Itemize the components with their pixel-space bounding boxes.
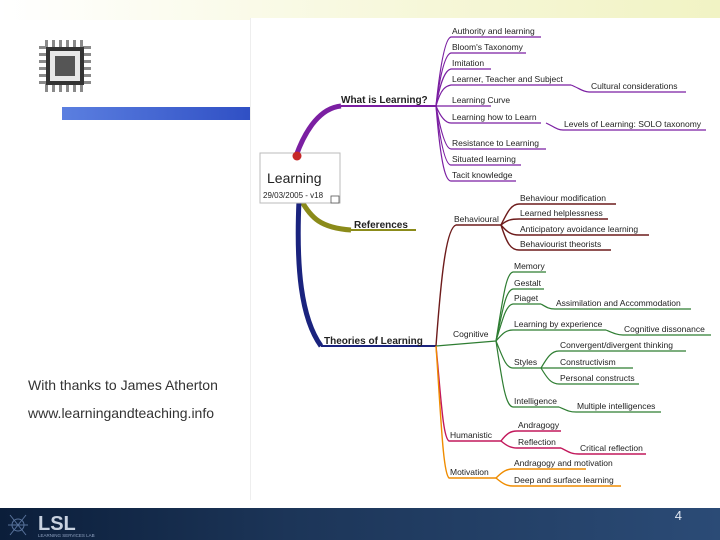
branch-behavioural: Behavioural: [454, 214, 499, 224]
footer-logo-text: LSL: [38, 513, 76, 535]
list-item: Styles: [514, 357, 537, 367]
list-item: Assimilation and Accommodation: [556, 298, 681, 308]
top-band: [0, 0, 720, 20]
list-item: Personal constructs: [560, 373, 635, 383]
list-item: Deep and surface learning: [514, 475, 614, 485]
list-item: Gestalt: [514, 278, 542, 288]
page-number: 4: [674, 508, 682, 523]
note-icon: [330, 195, 340, 204]
branch-cognitive: Cognitive: [453, 329, 489, 339]
list-item: Learned helplessness: [520, 208, 603, 218]
list-item: Piaget: [514, 293, 539, 303]
branch-what-is-learning: What is Learning?: [341, 95, 428, 106]
branch-motivation: Motivation: [450, 467, 489, 477]
list-item: Situated learning: [452, 154, 516, 164]
list-item: Cultural considerations: [591, 81, 677, 91]
list-item: Tacit knowledge: [452, 170, 513, 180]
center-node-title: Learning: [267, 170, 322, 186]
center-node-pin-icon: [292, 151, 302, 161]
microchip-icon: [37, 38, 93, 94]
list-item: Andragogy: [518, 420, 560, 430]
list-item: Learning how to Learn: [452, 112, 537, 122]
list-item: Learner, Teacher and Subject: [452, 74, 564, 84]
thanks-text: With thanks to James Atherton: [28, 377, 218, 393]
list-item: Resistance to Learning: [452, 138, 539, 148]
list-item: Behaviourist theorists: [520, 239, 601, 249]
lsl-logo-icon: LSL LEARNING SERVICES LAB: [8, 513, 95, 538]
list-item: Critical reflection: [580, 443, 643, 453]
branch-humanistic: Humanistic: [450, 430, 493, 440]
list-item: Authority and learning: [452, 26, 535, 36]
list-item: Constructivism: [560, 357, 616, 367]
list-item: Convergent/divergent thinking: [560, 340, 673, 350]
list-item: Reflection: [518, 437, 556, 447]
list-item: Levels of Learning: SOLO taxonomy: [564, 119, 702, 129]
list-item: Behaviour modification: [520, 193, 606, 203]
list-item: Intelligence: [514, 396, 557, 406]
website-link[interactable]: www.learningandteaching.info: [28, 405, 215, 421]
list-item: Cognitive dissonance: [624, 324, 705, 334]
list-item: Andragogy and motivation: [514, 458, 613, 468]
accent-bar: [62, 107, 252, 120]
list-item: Bloom's Taxonomy: [452, 42, 524, 52]
list-item: Imitation: [452, 58, 484, 68]
branch-theories-of-learning: Theories of Learning: [324, 336, 423, 347]
center-node-date: 29/03/2005 - v18: [263, 191, 324, 200]
list-item: Learning Curve: [452, 95, 510, 105]
list-item: Learning by experience: [514, 319, 603, 329]
list-item: Anticipatory avoidance learning: [520, 224, 638, 234]
learning-mindmap: Learning 29/03/2005 - v18 What is Learni…: [250, 18, 720, 500]
footer-bar: LSL LEARNING SERVICES LAB 4: [0, 508, 720, 540]
list-item: Memory: [514, 261, 545, 271]
footer-logo-subtitle: LEARNING SERVICES LAB: [38, 533, 95, 538]
branch-references: References: [354, 220, 408, 231]
list-item: Multiple intelligences: [577, 401, 655, 411]
